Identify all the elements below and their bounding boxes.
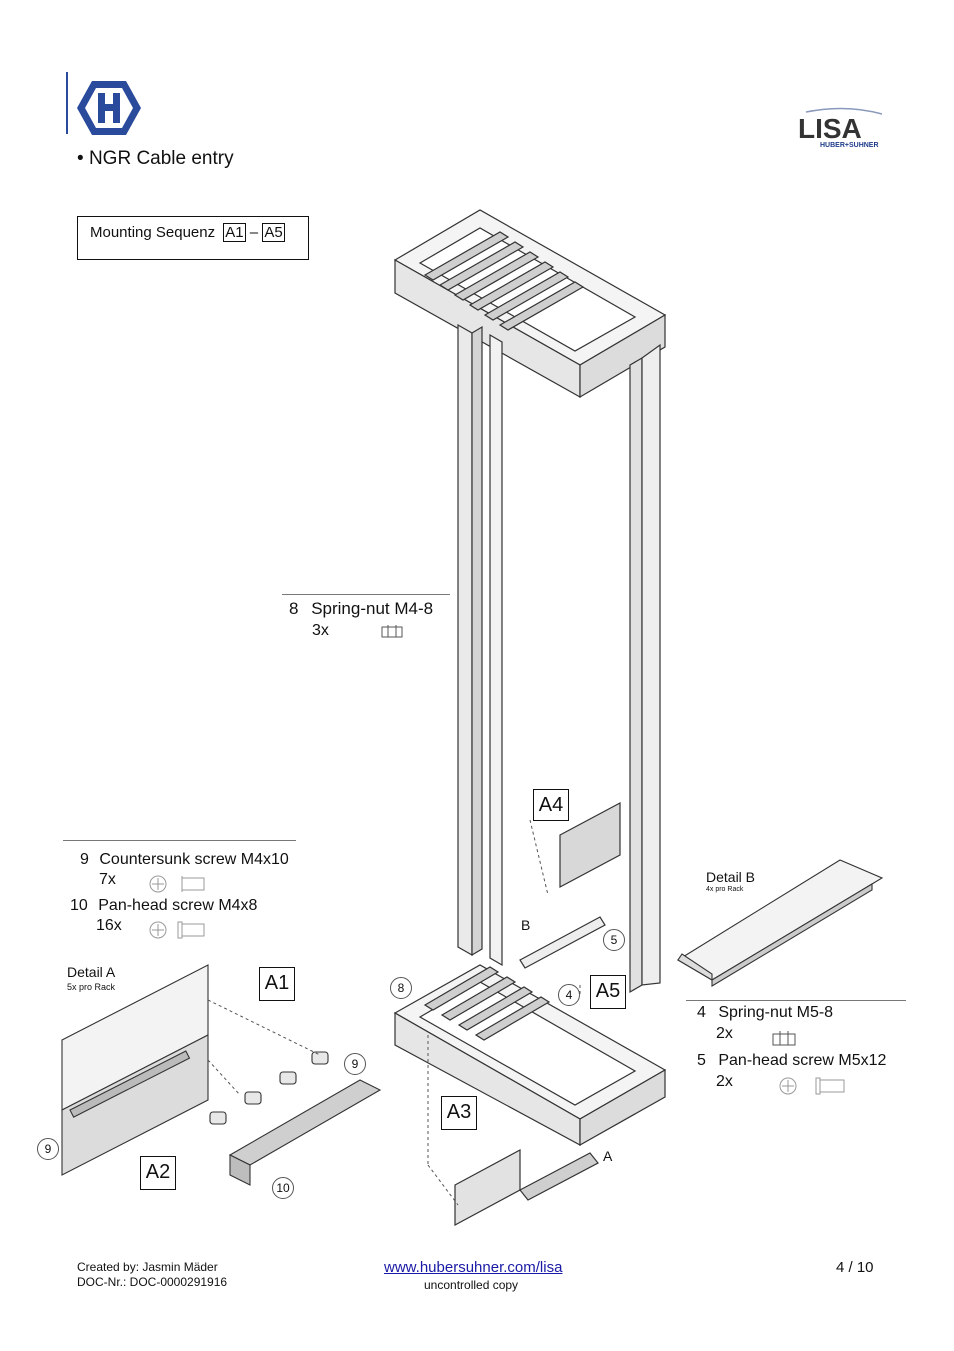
detail-a-title: Detail A — [67, 964, 116, 980]
part-10-qty: 16x — [96, 917, 122, 934]
footer-url-link[interactable]: www.hubersuhner.com/lisa — [384, 1259, 563, 1276]
part-4-qty: 2x — [716, 1025, 733, 1042]
circle-8: 8 — [390, 977, 412, 999]
part-8-number: 8 — [289, 599, 299, 618]
huber-suhner-hexagon-icon — [76, 79, 142, 137]
circle-9-right: 9 — [344, 1053, 366, 1075]
sequence-dash: – — [249, 224, 259, 241]
detail-a-illustration — [61, 964, 382, 1186]
parts-center-rule — [282, 594, 450, 595]
part-8-name: Spring-nut M4-8 — [311, 599, 434, 618]
part-9-qty: 7x — [99, 871, 116, 888]
part-5-qty: 2x — [716, 1073, 733, 1090]
part-4-number: 4 — [697, 1004, 706, 1021]
callout-a: A — [603, 1148, 613, 1164]
sequence-label: Mounting Sequenz — [90, 224, 216, 241]
part-10-name: Pan-head screw M4x8 — [98, 897, 258, 914]
bullet: • — [77, 148, 84, 169]
circle-5: 5 — [603, 929, 625, 951]
lisa-logo-sub: HUBER+SUHNER — [820, 142, 879, 149]
countersunk-screw-icon — [148, 874, 208, 894]
part-4-name: Spring-nut M5-8 — [718, 1004, 834, 1021]
header-left-bar — [66, 72, 68, 134]
spring-nut-m5-icon — [771, 1029, 797, 1047]
part-8-qty: 3x — [312, 622, 329, 639]
rack-illustration — [393, 209, 667, 1227]
callout-b: B — [521, 917, 531, 933]
circle-4: 4 — [558, 984, 580, 1006]
callout-a2: A2 — [140, 1156, 176, 1190]
pan-head-screw-icon — [148, 920, 208, 940]
callout-a4: A4 — [533, 789, 569, 821]
footer-uncontrolled: uncontrolled copy — [424, 1278, 519, 1292]
detail-b-title: Detail B — [706, 869, 756, 885]
callout-a5: A5 — [590, 975, 626, 1009]
detail-a-sub: 5x pro Rack — [67, 982, 116, 992]
parts-left-rule — [63, 840, 296, 841]
section-title: NGR Cable entry — [88, 148, 234, 169]
part-10-number: 10 — [70, 897, 88, 914]
footer-created: Created by: Jasmin Mäder — [77, 1260, 218, 1274]
lisa-logo-text: LISA — [798, 113, 862, 144]
sequence-from: A1 — [223, 223, 246, 242]
part-9-name: Countersunk screw M4x10 — [99, 851, 289, 868]
footer-doc: DOC-Nr.: DOC-0000291916 — [77, 1275, 228, 1289]
callout-a3: A3 — [441, 1096, 477, 1130]
parts-right-rule — [686, 1000, 906, 1001]
lisa-logo: LISA HUBER+SUHNER — [796, 106, 888, 150]
part-9-number: 9 — [80, 851, 89, 868]
pan-head-screw-m5-icon — [778, 1076, 848, 1096]
callout-a1: A1 — [259, 967, 295, 1001]
detail-b-illustration — [676, 859, 884, 987]
footer-page-number: 4 / 10 — [836, 1259, 874, 1276]
sequence-to: A5 — [262, 223, 285, 242]
circle-9-left: 9 — [37, 1138, 59, 1160]
circle-10: 10 — [272, 1177, 294, 1199]
detail-b-sub: 4x pro Rack — [706, 886, 744, 893]
mounting-sequence-box — [77, 216, 309, 260]
spring-nut-icon — [380, 623, 404, 639]
part-5-name: Pan-head screw M5x12 — [718, 1052, 887, 1069]
part-5-number: 5 — [697, 1052, 706, 1069]
